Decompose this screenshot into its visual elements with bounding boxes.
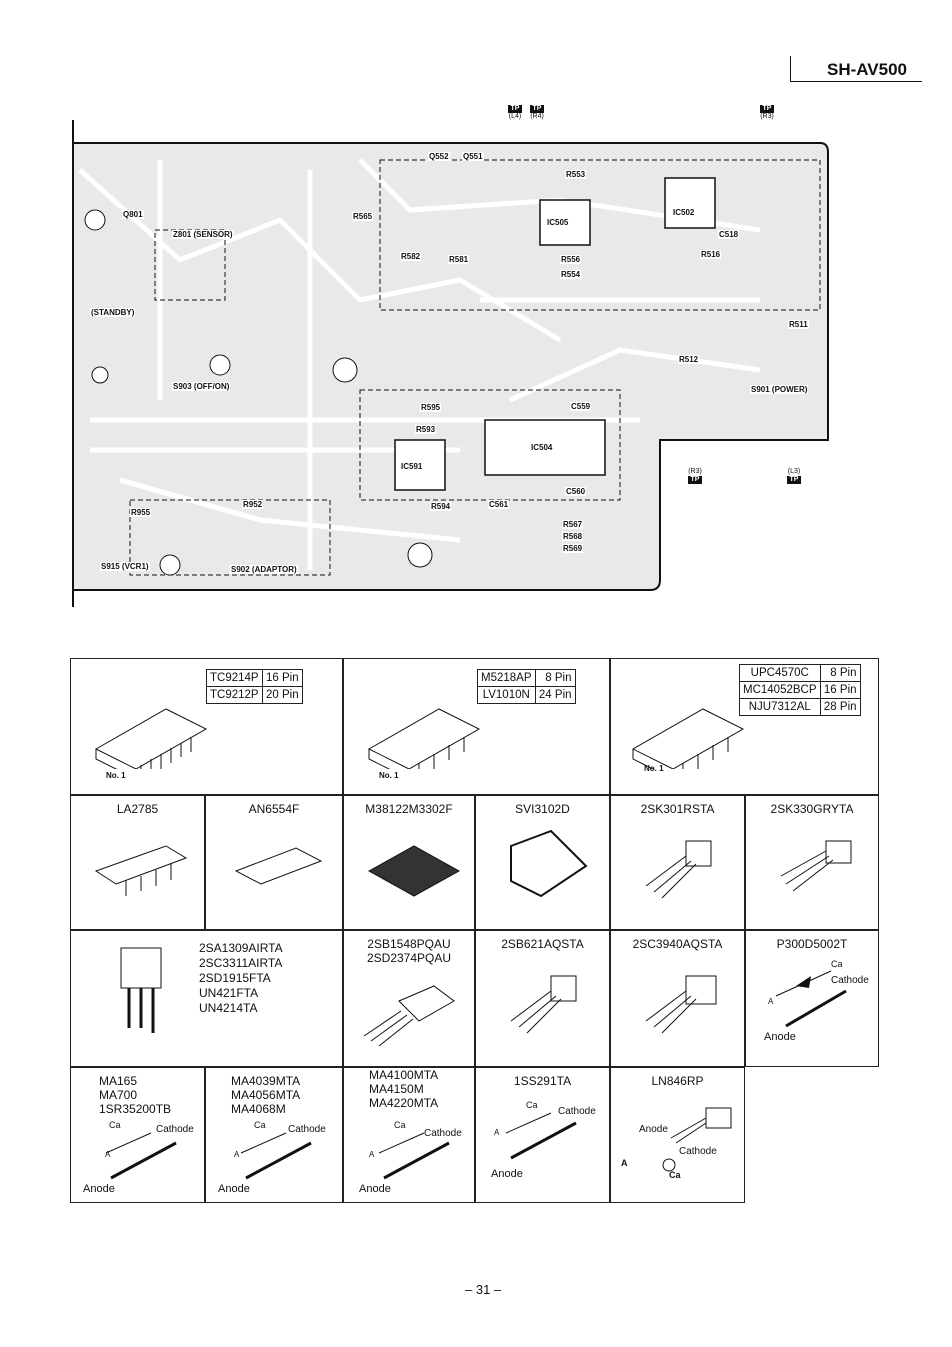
- component-label: C518: [718, 230, 740, 239]
- ic-cell: AN6554F: [205, 795, 343, 930]
- ic-cell: M38122M3302F: [343, 795, 475, 930]
- component-label: Z801 (SENSOR): [172, 230, 234, 239]
- dip-ic-drawing: [94, 708, 208, 769]
- component-label: IC591: [400, 462, 424, 471]
- component-label: R554: [560, 270, 582, 279]
- to92-drawing: [645, 975, 717, 1034]
- part-name: M38122M3302F: [365, 802, 453, 816]
- to220-drawing: [363, 985, 455, 1047]
- to92-drawing: [510, 975, 577, 1034]
- led-drawing: [662, 1107, 732, 1172]
- component-label: S903 (OFF/ON): [172, 382, 231, 391]
- qfp-ic-drawing: [367, 845, 461, 897]
- component-label: R581: [448, 255, 470, 264]
- diode-drawing: [775, 970, 847, 1028]
- component-label: R952: [242, 500, 264, 509]
- to92-drawing: [645, 840, 712, 899]
- test-point: (L3)TP: [787, 468, 801, 484]
- part-name: SVI3102D: [515, 802, 570, 816]
- component-label: IC505: [546, 218, 570, 227]
- component-label: R582: [400, 252, 422, 261]
- to92-drawing: [780, 840, 852, 892]
- component-label: (STANDBY): [90, 308, 136, 317]
- component-label: R512: [678, 355, 700, 364]
- component-label: R593: [415, 425, 437, 434]
- component-label: C561: [488, 500, 510, 509]
- part-name: 2SK301RSTA: [640, 802, 715, 816]
- diode-drawing: [105, 1132, 177, 1180]
- component-label: R567: [562, 520, 584, 529]
- dip-ic-drawing: [631, 708, 745, 769]
- pcb-diagram: Q801 Z801 (SENSOR) (STANDBY) S903 (OFF/O…: [60, 100, 840, 610]
- component-label: IC502: [672, 208, 696, 217]
- pin1-label: No. 1: [379, 771, 399, 780]
- test-point: TP(R3): [760, 105, 774, 120]
- transistor-cell: 2SK301RSTA: [610, 795, 745, 930]
- component-label: R553: [565, 170, 587, 179]
- to126-drawing: [120, 947, 162, 1033]
- component-label: IC504: [530, 443, 554, 452]
- part-name: LA2785: [116, 802, 159, 816]
- component-label: R569: [562, 544, 584, 553]
- test-point: TP(L4): [508, 105, 522, 120]
- ic-cell: SVI3102D: [475, 795, 610, 930]
- component-label: R594: [430, 502, 452, 511]
- pin1-label: No. 1: [106, 771, 126, 780]
- component-label: C560: [565, 487, 587, 496]
- test-point: (R3)TP: [688, 468, 702, 484]
- diode-drawing: [240, 1132, 312, 1180]
- zip-ic-drawing: [94, 845, 188, 896]
- component-label: S901 (POWER): [750, 385, 809, 394]
- sop-ic-drawing: [234, 847, 323, 885]
- component-label: R511: [788, 320, 809, 329]
- component-label: R516: [700, 250, 722, 259]
- transistor-cell: 2SK330GRYTA: [745, 795, 879, 930]
- diode-drawing: [505, 1112, 577, 1160]
- pcb-board-outline: [72, 120, 829, 607]
- component-label: R568: [562, 532, 584, 541]
- component-label: R955: [130, 508, 152, 517]
- dip-ic-drawing: [367, 708, 481, 769]
- component-label: R556: [560, 255, 582, 264]
- transistor-cell: 2SC3940AQSTA: [610, 930, 745, 1067]
- component-label: Q801: [122, 210, 144, 219]
- component-label: Q551: [462, 152, 484, 161]
- diode-drawing: [378, 1132, 450, 1180]
- pin1-label: No. 1: [644, 764, 664, 773]
- page-number: – 31 –: [465, 1282, 502, 1297]
- component-label: R565: [352, 212, 374, 221]
- component-label: Q552: [428, 152, 450, 161]
- component-label: S915 (VCR1): [100, 562, 150, 571]
- test-point: TP(R4): [530, 105, 544, 120]
- component-label: S902 (ADAPTOR): [230, 565, 298, 574]
- ic-cell: LA2785: [70, 795, 205, 930]
- hybrid-ic-drawing: [510, 829, 588, 898]
- transistor-cell: 2SB621AQSTA: [475, 930, 610, 1067]
- part-name: AN6554F: [248, 802, 300, 816]
- component-label: C559: [570, 402, 592, 411]
- component-label: R595: [420, 403, 442, 412]
- model-title: SH-AV500: [790, 56, 922, 82]
- part-name: 2SK330GRYTA: [770, 802, 854, 816]
